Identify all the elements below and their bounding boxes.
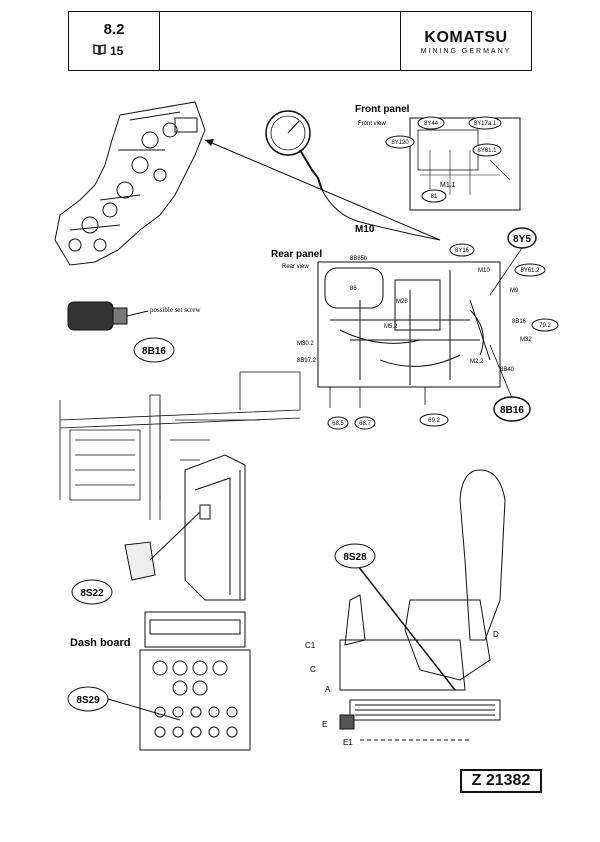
label-8b40: 8B40 <box>500 367 515 373</box>
label-8y61-1: 8Y61.1 <box>477 148 497 154</box>
label-8b16-rear: 8B16 <box>512 319 527 325</box>
label-8b85b: 8B85b <box>350 256 368 262</box>
page-number: 15 <box>110 44 124 58</box>
callout-8s29: 8S29 <box>76 695 100 706</box>
figure-reference: Z 21382 <box>460 769 542 793</box>
header-blank-cell <box>160 12 401 70</box>
label-e1: E1 <box>343 738 353 747</box>
label-8y16: 8Y16 <box>455 248 470 254</box>
label-68-7: 68.7 <box>359 421 371 427</box>
label-m28: M28 <box>396 299 408 305</box>
callout-8b16-rear: 8B16 <box>500 405 524 416</box>
label-c: C <box>310 665 316 674</box>
callout-8s28: 8S28 <box>343 552 367 563</box>
label-8y120: 8Y120 <box>391 140 409 146</box>
label-m9: M9 <box>510 288 519 294</box>
book-icon <box>93 44 106 58</box>
label-81: 81 <box>431 194 438 200</box>
label-m32: M32 <box>520 337 532 343</box>
front-panel-title: Front panel <box>355 104 410 115</box>
m10-label: M10 <box>355 224 375 235</box>
section-cell: 8.2 15 <box>69 12 160 70</box>
dashboard-drawing <box>67 611 251 751</box>
set-screw-note: possible set screw <box>150 306 201 314</box>
page-reference: 15 <box>93 44 123 58</box>
label-8y44: 8Y44 <box>424 121 439 127</box>
label-m2-2: M2.2 <box>470 359 484 365</box>
label-69-2: 69.2 <box>428 418 440 424</box>
callout-8b16: 8B16 <box>142 346 166 357</box>
page-header: 8.2 15 KOMATSU MINING GERMANY <box>68 11 532 71</box>
label-79-2: 79.2 <box>539 323 551 329</box>
label-m30-2: M30.2 <box>297 341 314 347</box>
front-panel-subtitle: Front view <box>358 121 386 127</box>
label-86: 86 <box>350 286 357 292</box>
pressure-gauge-drawing <box>265 110 441 241</box>
callout-8y5: 8Y5 <box>513 234 531 245</box>
label-c1: C1 <box>305 641 316 650</box>
brand-logo: KOMATSU <box>424 29 508 46</box>
hose-line <box>204 139 441 241</box>
rear-panel-subtitle: Rear view <box>282 264 309 270</box>
arrow-head-icon <box>205 139 214 146</box>
rear-panel-title: Rear panel <box>271 249 322 260</box>
label-m10-rear: M10 <box>478 268 490 274</box>
label-a: A <box>325 685 331 694</box>
section-number: 8.2 <box>103 21 125 38</box>
label-d: D <box>493 630 499 639</box>
label-8b97-2: 8B97.2 <box>297 358 317 364</box>
label-m1-1: M1.1 <box>440 182 456 189</box>
label-e: E <box>322 720 327 729</box>
callout-8s22: 8S22 <box>80 588 104 599</box>
walkway-drawing <box>59 371 301 520</box>
rear-panel-drawing <box>317 227 559 430</box>
label-8y61-2: 8Y61.2 <box>520 268 540 274</box>
seat-drawing <box>334 469 506 741</box>
label-m5-2: M5.2 <box>384 324 398 330</box>
seat-labels: C1 C A E E1 D <box>305 630 499 747</box>
brand-cell: KOMATSU MINING GERMANY <box>401 12 531 70</box>
dashboard-title: Dash board <box>70 637 131 649</box>
sensor-drawing <box>67 301 175 363</box>
front-panel-drawing <box>385 116 521 211</box>
valve-block-drawing <box>54 101 206 266</box>
cab-panel-drawing <box>71 454 246 605</box>
brand-subtitle: MINING GERMANY <box>420 48 512 55</box>
rear-panel-labels: 8B85b 8Y16 8Y5 M10 8Y61.2 M9 86 M28 M5.2… <box>297 234 551 427</box>
label-8y17a1: 8Y17a.1 <box>474 121 497 127</box>
label-68-5: 68.5 <box>332 421 344 427</box>
